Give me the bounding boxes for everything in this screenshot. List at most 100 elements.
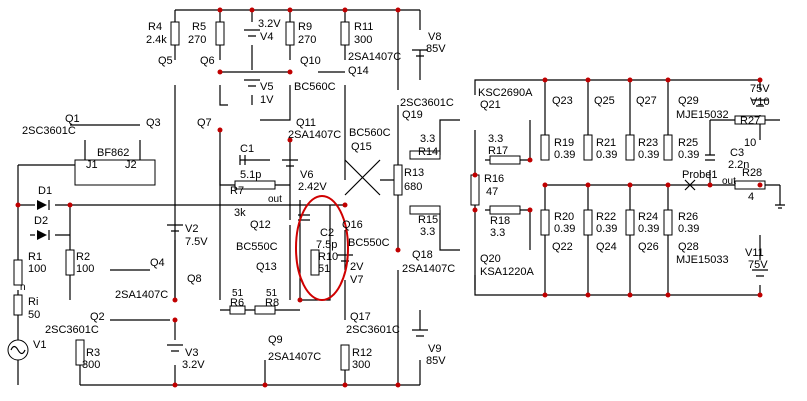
capacitor-c3 [705, 154, 715, 161]
label-q20-part: KSA1220A [480, 266, 534, 278]
label-q4: Q4 [150, 257, 165, 269]
label-r4-name: R4 [148, 21, 162, 33]
label-r23-value: 0.39 [638, 149, 659, 161]
resistor-r21 [583, 134, 593, 161]
resistor-ri [13, 294, 23, 316]
label-bc560c-top: BC560C [294, 81, 336, 93]
resistor-r18 [489, 205, 521, 215]
label-v10-name: V10 [750, 96, 770, 108]
label-r6-name: R6 [230, 297, 244, 309]
label-q17-part: 2SC3601C [346, 324, 400, 336]
label-r10-name: R10 [318, 251, 338, 263]
wires [17, 9, 781, 386]
label-q10-part: 2SA1407C [348, 51, 401, 63]
label-out-1: out [268, 194, 282, 205]
label-q29: Q29 [678, 95, 699, 107]
label-v8-name: V8 [428, 31, 441, 43]
label-v5-value: 1V [260, 94, 274, 106]
label-j1: J1 [86, 159, 98, 171]
label-r10-value: 51 [318, 263, 330, 275]
label-r8-name: R8 [265, 297, 279, 309]
label-q17: Q17 [350, 311, 371, 323]
label-v6-name: V6 [300, 169, 313, 181]
capacitor-c1 [239, 155, 246, 165]
label-v4-value: 3.2V [258, 18, 281, 30]
label-r21-value: 0.39 [596, 149, 617, 161]
label-c3-name: C3 [730, 147, 744, 159]
label-r7-value: 3k [234, 207, 246, 219]
label-q21-part: KSC2690A [478, 87, 533, 99]
label-r6-value: 51 [232, 288, 244, 299]
resistor-r2 [65, 249, 75, 276]
label-v3-name: V3 [185, 347, 198, 359]
label-r20-value: 0.39 [554, 223, 575, 235]
label-c1-name: C1 [240, 143, 254, 155]
resistor-r16 [470, 174, 480, 206]
label-q14: Q14 [348, 65, 369, 77]
label-v11-name: V11 [745, 247, 764, 259]
label-r24-name: R24 [638, 211, 658, 223]
label-q5: Q5 [158, 55, 173, 67]
label-q24: Q24 [596, 241, 617, 253]
label-q9: Q9 [268, 334, 283, 346]
label-v7-name: V7 [350, 274, 363, 286]
label-r9-value: 270 [298, 34, 316, 46]
capacitors [239, 154, 715, 221]
label-v5-name: V5 [260, 81, 273, 93]
label-c2-name: C2 [320, 227, 334, 239]
label-out-2: out [722, 176, 736, 187]
label-q11: Q11 [296, 117, 316, 129]
label-probe1: Probe1 [682, 169, 717, 181]
label-q20: Q20 [480, 253, 501, 265]
label-r13-value: 680 [404, 181, 422, 193]
label-n: n [20, 282, 26, 293]
label-q11-part: 2SA1407C [288, 129, 341, 141]
label-v1: V1 [33, 339, 46, 351]
probe1-icon [684, 179, 696, 191]
label-r17-name: R17 [488, 145, 508, 157]
label-r12-name: R12 [352, 347, 372, 359]
label-r26-name: R26 [678, 211, 698, 223]
label-q26: Q26 [638, 241, 659, 253]
label-r3-name: R3 [86, 347, 100, 359]
label-q28: Q28 [678, 241, 699, 253]
label-r23-name: R23 [638, 137, 658, 149]
label-q15: Q15 [351, 141, 372, 153]
label-r14-value: 3.3 [420, 133, 435, 145]
label-r14-name: R14 [418, 146, 438, 158]
resistor-r1 [13, 259, 23, 286]
label-r24-value: 0.39 [638, 223, 659, 235]
resistor-r13 [393, 164, 403, 196]
label-q18: Q18 [412, 249, 433, 261]
label-r16-value: 47 [486, 186, 498, 198]
label-q2-part: 2SC3601C [45, 324, 99, 336]
label-r16-name: R16 [484, 173, 504, 185]
labels: R4 2.4k R5 270 3.2V V4 R9 270 R11 300 V8… [20, 18, 770, 371]
label-c1-value: 5.1p [240, 169, 261, 181]
label-r22-value: 0.39 [596, 223, 617, 235]
diode-d2 [37, 230, 47, 240]
resistor-r5 [215, 21, 225, 46]
label-r11-value: 300 [354, 34, 372, 46]
resistor-r15 [409, 205, 441, 215]
label-r15-name: R15 [418, 214, 438, 226]
label-q27: Q27 [636, 95, 657, 107]
label-q6: Q6 [200, 55, 215, 67]
label-q16: Q16 [342, 219, 363, 231]
label-r15-value: 3.3 [420, 226, 435, 238]
label-q19: Q19 [402, 109, 423, 121]
label-ri-name: Ri [28, 296, 38, 308]
label-d1: D1 [38, 185, 52, 197]
label-q25: Q25 [594, 95, 615, 107]
battery-v8 [412, 49, 428, 57]
label-r1-name: R1 [28, 251, 42, 263]
label-q13: Q13 [256, 261, 277, 273]
label-ri-value: 50 [28, 309, 40, 321]
diode-d1 [37, 200, 47, 210]
label-r4-value: 2.4k [146, 34, 167, 46]
label-r21-name: R21 [596, 137, 616, 149]
resistor-r4 [170, 21, 180, 46]
label-r25-name: R25 [678, 137, 698, 149]
label-v2-value: 7.5V [185, 236, 208, 248]
label-v7-value: 2V [350, 261, 364, 273]
